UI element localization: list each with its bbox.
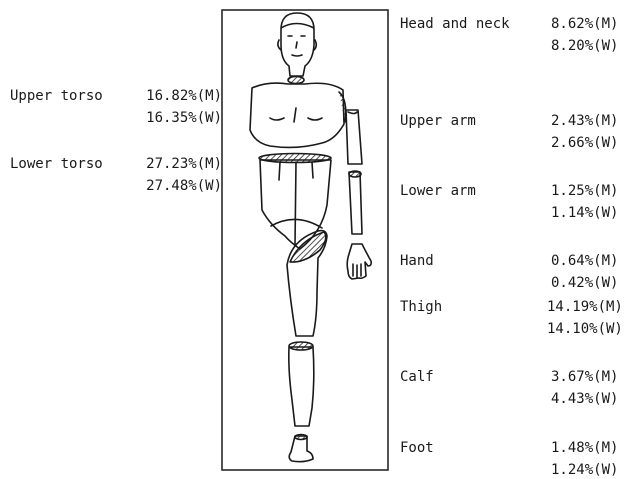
calf-segment (289, 342, 314, 426)
foot-segment (289, 435, 313, 462)
thigh-segment (287, 231, 327, 336)
upper-arm-segment (346, 110, 362, 164)
hand-segment (347, 244, 371, 279)
lower-arm-segment (349, 171, 362, 234)
figure-frame (222, 10, 388, 470)
upper-torso-segment (250, 83, 346, 147)
head-neck-segment (278, 13, 316, 84)
